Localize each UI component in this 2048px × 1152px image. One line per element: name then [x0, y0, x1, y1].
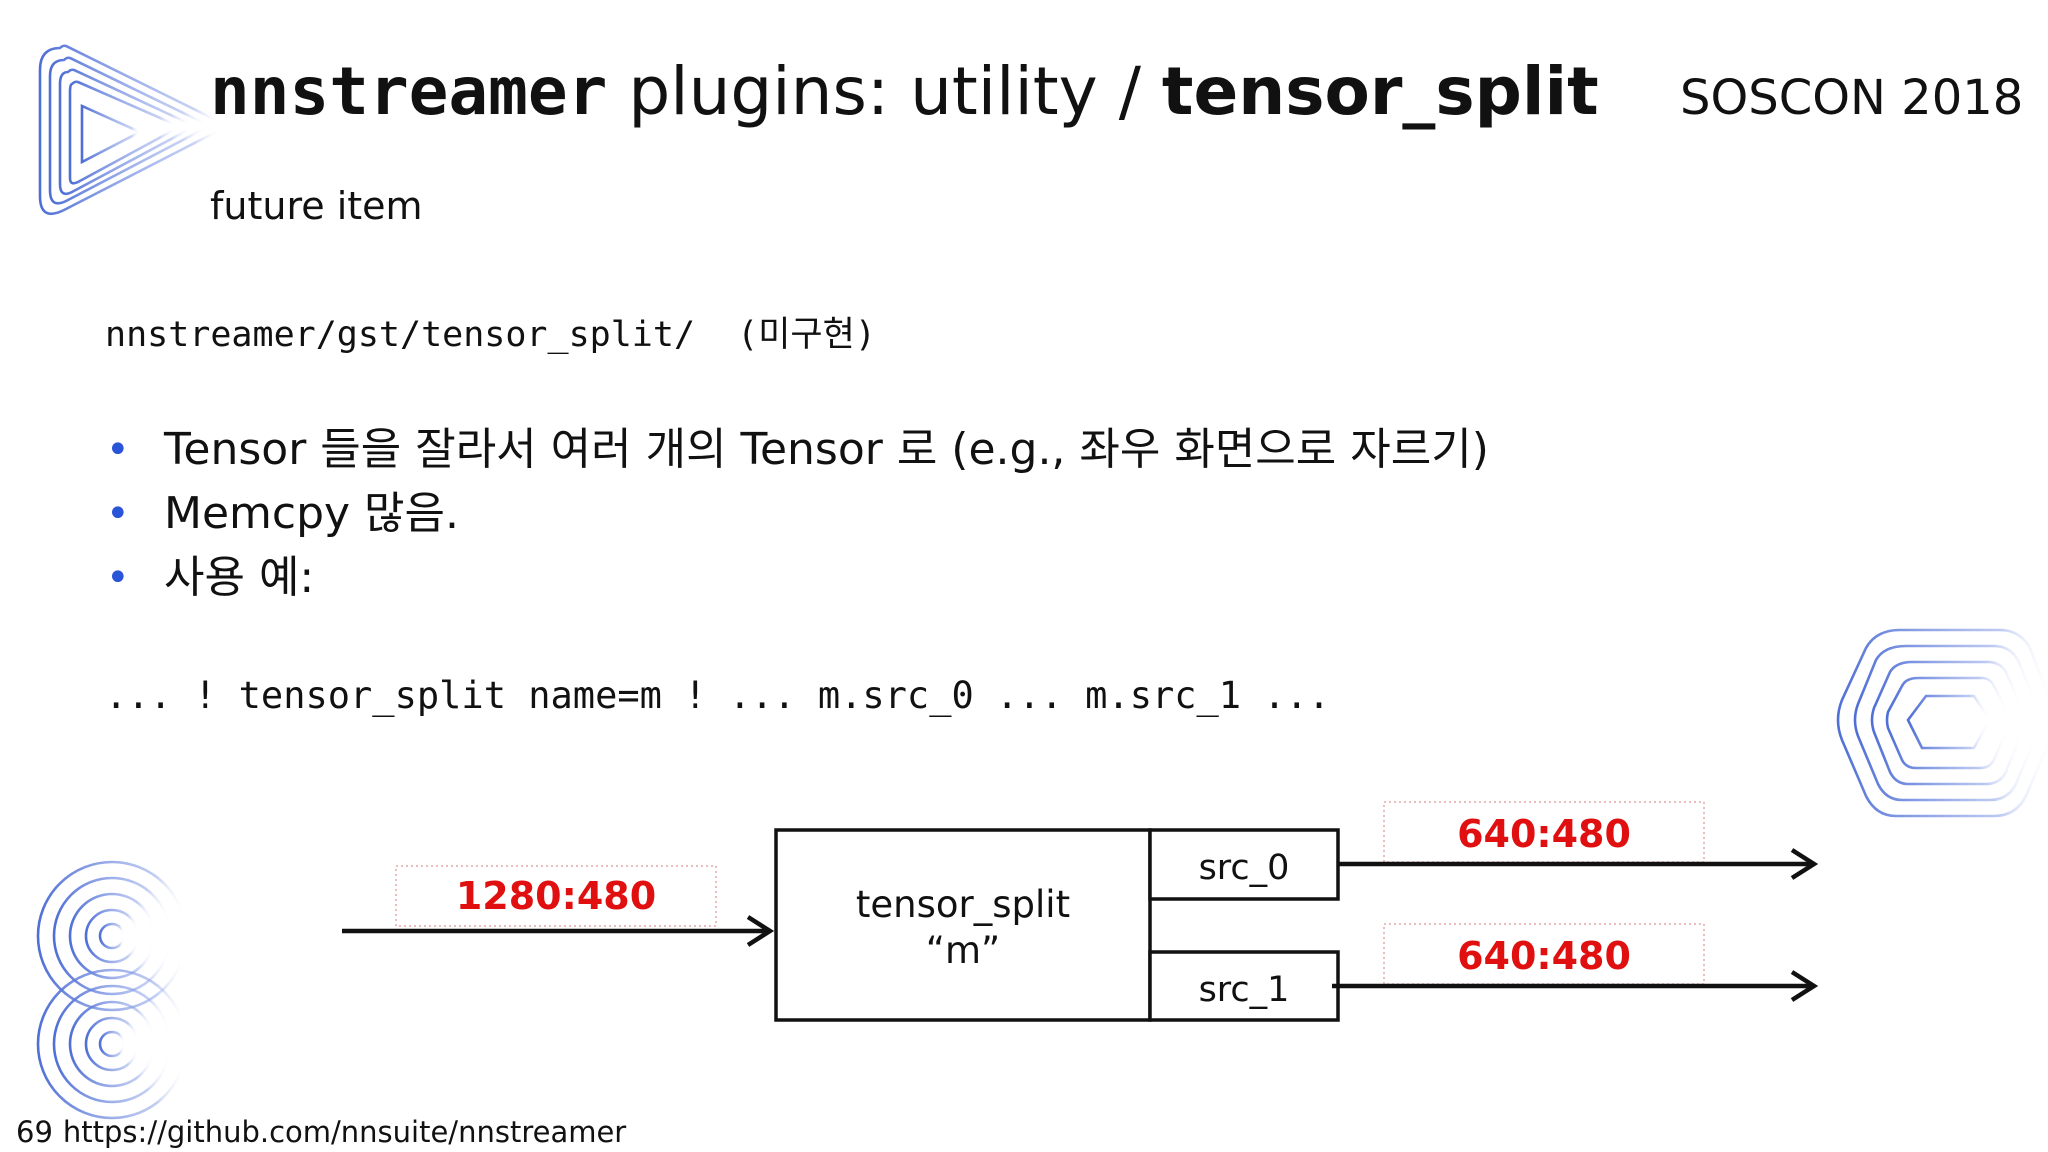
play-triangle-logo-icon: [38, 44, 220, 215]
output-0-label: 640:480: [1457, 812, 1631, 856]
tensor-split-element-box: [774, 828, 1152, 1022]
title-plugin-name: tensor_split: [1161, 53, 1599, 130]
slide-footer: 69 https://github.com/nnsuite/nnstreamer: [16, 1114, 626, 1150]
bullet-text: Tensor 들을 잘라서 여러 개의 Tensor 로 (e.g., 좌우 화…: [164, 424, 1489, 475]
element-name: tensor_split: [856, 883, 1070, 926]
figure-eight-rings-logo-icon: [36, 860, 180, 1120]
bullet-list: • Tensor 들을 잘라서 여러 개의 Tensor 로 (e.g., 좌우 …: [100, 418, 1489, 610]
page-number: 69: [16, 1115, 53, 1149]
pad-src-1-label: src_1: [1199, 970, 1290, 1010]
input-label: 1280:480: [456, 874, 656, 918]
element-alias: “m”: [926, 929, 1000, 972]
bullet-text: Memcpy 많음.: [164, 488, 459, 539]
title-plugin-category: plugins: utility /: [607, 53, 1162, 130]
bullet-marker: •: [106, 491, 130, 537]
bullet-marker: •: [106, 555, 130, 601]
pipeline-example: ... ! tensor_split name=m ! ... m.src_0 …: [105, 674, 1331, 717]
subtitle: future item: [210, 184, 423, 228]
hexagon-rings-logo-icon: [1836, 628, 2048, 818]
bullet-item: • Tensor 들을 잘라서 여러 개의 Tensor 로 (e.g., 좌우 …: [100, 418, 1489, 482]
pad-src-0-label: src_0: [1199, 848, 1290, 888]
event-name: SOSCON 2018: [1680, 70, 2024, 126]
bullet-text: 사용 예:: [164, 552, 315, 603]
footer-url-link[interactable]: https://github.com/nnsuite/nnstreamer: [62, 1115, 627, 1149]
output-0-arrowhead: [1790, 848, 1819, 880]
bullet-marker: •: [106, 427, 130, 473]
input-label-box: [395, 865, 717, 927]
source-path: nnstreamer/gst/tensor_split/ (미구현): [105, 315, 876, 355]
input-arrowhead: [746, 915, 775, 947]
bullet-item: • Memcpy 많음.: [100, 482, 1489, 546]
output-1-label: 640:480: [1457, 934, 1631, 978]
title-project-name: nnstreamer: [210, 53, 608, 130]
output-1-arrowhead: [1790, 970, 1819, 1002]
page-title: nnstreamer plugins: utility / tensor_spl…: [210, 52, 1599, 132]
bullet-item: • 사용 예:: [100, 546, 1489, 610]
